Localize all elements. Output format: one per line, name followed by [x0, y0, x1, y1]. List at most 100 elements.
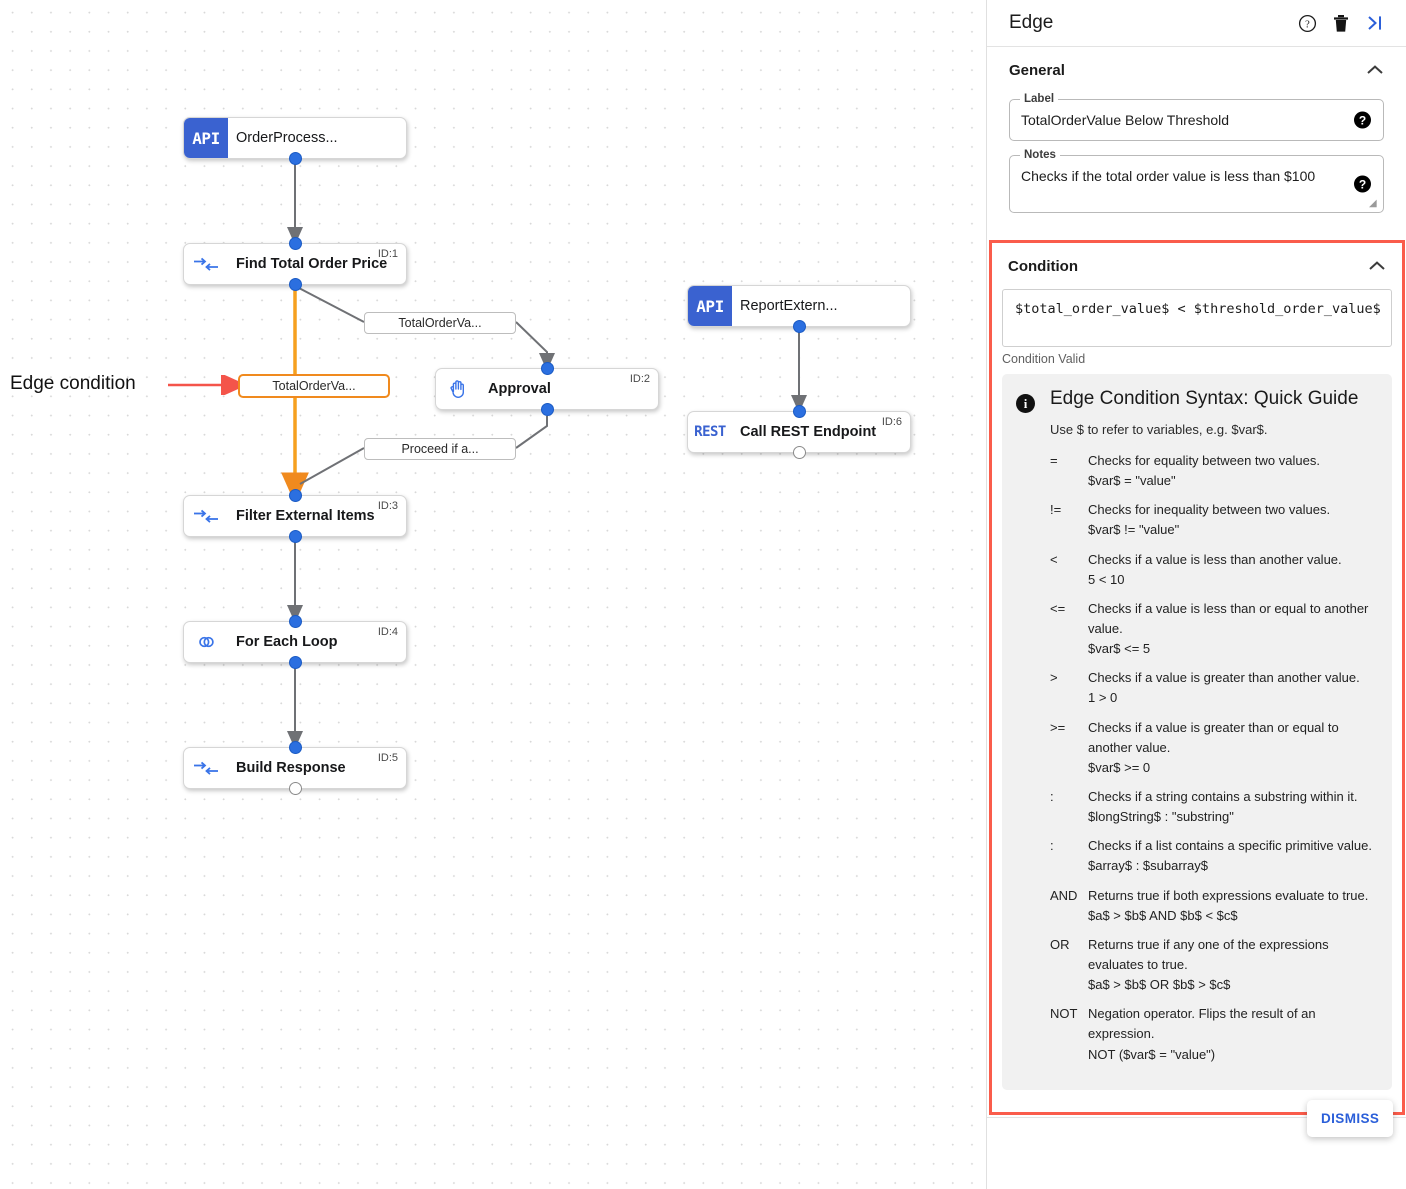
- operator-row: != Checks for inequality between two valu…: [1050, 500, 1378, 540]
- general-section-header[interactable]: General: [1001, 47, 1392, 93]
- edge-properties-panel: Edge ?: [986, 0, 1406, 1189]
- guide-title: Edge Condition Syntax: Quick Guide: [1050, 388, 1359, 409]
- label-help-icon[interactable]: ?: [1354, 111, 1371, 129]
- node-input-port[interactable]: [288, 615, 302, 628]
- info-icon: i: [1016, 394, 1036, 1074]
- operator-symbol: AND: [1050, 887, 1078, 903]
- transform-icon: [184, 244, 228, 284]
- condition-section-header[interactable]: Condition: [992, 243, 1402, 289]
- operator-example: $a$ > $b$ OR $b$ > $c$: [1088, 977, 1231, 993]
- operator-symbol: >=: [1050, 719, 1066, 735]
- node-output-port[interactable]: [288, 152, 302, 165]
- api-icon: API: [184, 118, 228, 158]
- flow-node-id-badge: ID:6: [881, 416, 902, 428]
- edge-connections: [281, 160, 807, 749]
- node-input-port[interactable]: [540, 362, 554, 375]
- condition-syntax-guide: i Edge Condition Syntax: Quick Guide Use…: [1002, 374, 1392, 1090]
- operator-symbol: !=: [1050, 502, 1062, 518]
- condition-section: Condition $total_order_value$ < $thresho…: [989, 240, 1405, 1115]
- flow-node-title: ReportExtern...: [740, 298, 838, 314]
- chevron-up-icon[interactable]: [1366, 64, 1384, 76]
- svg-text:?: ?: [1305, 19, 1310, 30]
- operator-row: >= Checks if a value is greater than or e…: [1050, 718, 1378, 778]
- delete-icon[interactable]: [1324, 6, 1358, 40]
- flow-node-title: OrderProcess...: [236, 130, 338, 146]
- node-output-port[interactable]: [792, 320, 806, 333]
- operator-example: 5 < 10: [1088, 571, 1125, 587]
- operator-example: 1 > 0: [1088, 690, 1118, 706]
- flow-node-id-badge: ID:5: [377, 752, 398, 764]
- operator-row: : Checks if a list contains a specific pr…: [1050, 836, 1378, 876]
- notes-field[interactable]: Notes Checks if the total order value is…: [1009, 149, 1384, 213]
- label-field[interactable]: Label TotalOrderValue Below Threshold ?: [1009, 93, 1384, 141]
- flow-node-reportextern[interactable]: API ReportExtern...: [687, 285, 911, 327]
- node-output-port[interactable]: [540, 403, 554, 416]
- resize-grip-icon[interactable]: ◢: [1369, 198, 1377, 209]
- operator-example: $longString$ : "substring": [1088, 809, 1234, 825]
- operator-symbol: >: [1050, 670, 1058, 686]
- panel-title: Edge: [1009, 12, 1054, 33]
- edge-label[interactable]: TotalOrderVa...: [238, 374, 390, 398]
- operator-list: = Checks for equality between two values.…: [1050, 451, 1378, 1065]
- operator-description: Checks if a string contains a substring …: [1088, 787, 1378, 827]
- label-field-value[interactable]: TotalOrderValue Below Threshold: [1021, 112, 1230, 128]
- flow-node-title: Filter External Items: [236, 508, 375, 524]
- operator-symbol: <=: [1050, 600, 1066, 616]
- operator-symbol: :: [1050, 838, 1054, 854]
- operator-example: $a$ > $b$ AND $b$ < $c$: [1088, 907, 1238, 923]
- operator-description: Checks if a value is less than or equal …: [1088, 599, 1378, 659]
- flow-node-title: For Each Loop: [236, 634, 338, 650]
- operator-symbol: =: [1050, 453, 1058, 468]
- transform-icon: [184, 748, 228, 788]
- condition-validity-status: Condition Valid: [1002, 352, 1086, 366]
- annotation-arrow-icon: [168, 375, 246, 395]
- dismiss-button[interactable]: DISMISS: [1307, 1100, 1394, 1137]
- rest-icon: REST: [694, 424, 726, 440]
- operator-symbol: OR: [1050, 936, 1070, 952]
- notes-field-value[interactable]: Checks if the total order value is less …: [1021, 168, 1316, 184]
- panel-header: Edge ?: [987, 0, 1406, 47]
- node-input-port[interactable]: [288, 237, 302, 250]
- node-input-port[interactable]: [792, 405, 806, 418]
- flow-node-title: Call REST Endpoint: [740, 424, 877, 440]
- node-output-port[interactable]: [288, 782, 302, 795]
- help-icon[interactable]: ?: [1290, 6, 1324, 40]
- api-icon: API: [688, 286, 732, 326]
- operator-row: OR Returns true if any one of the express…: [1050, 935, 1378, 995]
- notes-help-icon[interactable]: ?: [1354, 175, 1371, 193]
- node-output-port[interactable]: [288, 530, 302, 543]
- flow-node-id-badge: ID:1: [377, 248, 398, 260]
- operator-description: Checks if a value is less than another v…: [1088, 550, 1378, 590]
- operator-symbol: :: [1050, 788, 1054, 804]
- operator-row: <= Checks if a value is less than or equa…: [1050, 599, 1378, 659]
- operator-description: Returns true if any one of the expressio…: [1088, 935, 1378, 995]
- node-output-port[interactable]: [288, 278, 302, 291]
- operator-description: Checks if a value is greater than or equ…: [1088, 718, 1378, 778]
- edge-label[interactable]: Proceed if a...: [364, 438, 516, 460]
- node-output-port[interactable]: [792, 446, 806, 459]
- operator-description: Checks for equality between two values.$…: [1088, 451, 1378, 491]
- guide-intro: Use $ to refer to variables, e.g. $var$.: [1050, 422, 1268, 437]
- node-output-port[interactable]: [288, 656, 302, 669]
- node-input-port[interactable]: [288, 489, 302, 502]
- operator-row: <Checks if a value is less than another …: [1050, 550, 1378, 590]
- node-input-port[interactable]: [288, 741, 302, 754]
- operator-example: $array$ : $subarray$: [1088, 858, 1208, 874]
- operator-description: Checks for inequality between two values…: [1088, 500, 1378, 540]
- flow-node-id-badge: ID:3: [377, 500, 398, 512]
- flow-node-title: Approval: [488, 381, 551, 397]
- collapse-panel-icon[interactable]: [1358, 6, 1392, 40]
- flow-node-orderprocess[interactable]: API OrderProcess...: [183, 117, 407, 159]
- operator-description: Negation operator. Flips the result of a…: [1088, 1004, 1378, 1064]
- panel-footer: DISMISS: [987, 1100, 1406, 1189]
- condition-expression-input[interactable]: $total_order_value$ < $threshold_order_v…: [1002, 289, 1392, 347]
- operator-description: Checks if a list contains a specific pri…: [1088, 836, 1378, 876]
- operator-row: >Checks if a value is greater than anoth…: [1050, 668, 1378, 708]
- general-section: General Label TotalOrderValue Below Thre…: [987, 47, 1406, 213]
- operator-row: : Checks if a string contains a substring…: [1050, 787, 1378, 827]
- general-section-title: General: [1009, 61, 1065, 79]
- chevron-up-icon[interactable]: [1368, 260, 1386, 272]
- edge-label[interactable]: TotalOrderVa...: [364, 312, 516, 334]
